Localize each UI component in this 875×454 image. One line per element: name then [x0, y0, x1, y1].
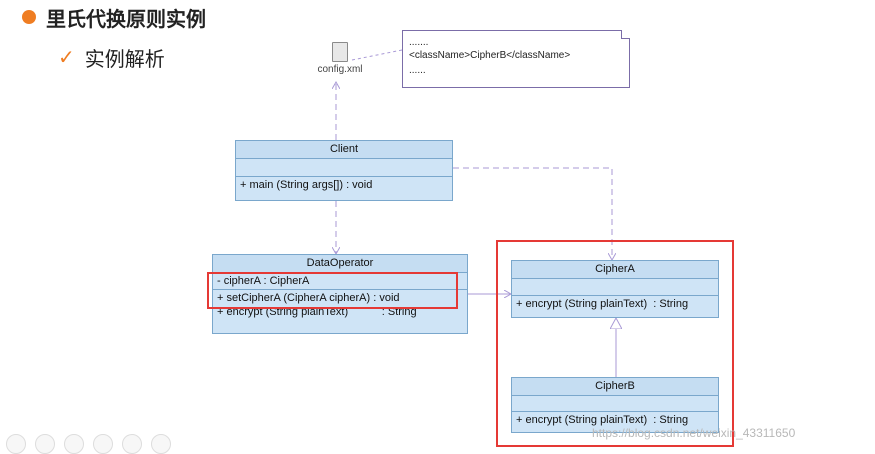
config-note: ....... <className>CipherB</className> .… — [402, 30, 630, 88]
client-attributes — [236, 159, 452, 177]
watermark: https://blog.csdn.net/weixin_43311650 — [592, 426, 796, 440]
slide-title: 里氏代换原则实例 — [46, 6, 206, 31]
config-file-label: config.xml — [317, 64, 363, 75]
checkmark-icon: ✓ — [58, 46, 75, 69]
ciphera-operations: + encrypt (String plainText) : String — [512, 296, 718, 312]
ciphera-class-name: CipherA — [512, 261, 718, 279]
cipherb-operations: + encrypt (String plainText) : String — [512, 412, 718, 428]
slides-icon[interactable] — [93, 434, 113, 454]
client-operations: + main (String args[]) : void — [236, 177, 452, 193]
cipherb-attributes — [512, 396, 718, 412]
client-class: Client + main (String args[]) : void — [235, 140, 453, 201]
dataoperator-attribute: - cipherA : CipherA — [217, 275, 310, 287]
slide-controls — [6, 434, 180, 454]
highlight-dataoperator-members — [207, 272, 458, 309]
xml-file-icon — [332, 42, 348, 62]
cipherb-operation: + encrypt (String plainText) : String — [516, 414, 689, 426]
previous-slide-icon[interactable] — [6, 434, 26, 454]
dataoperator-operation: + setCipherA (CipherA cipherA) : void — [217, 292, 400, 304]
client-ciphera-dependency — [453, 167, 612, 260]
zoom-icon[interactable] — [122, 434, 142, 454]
note-line-1: ....... — [409, 37, 429, 48]
cipherb-class-name: CipherB — [512, 378, 718, 396]
config-xml-file: config.xml — [312, 42, 368, 75]
note-fold-corner — [621, 30, 630, 39]
slide-subtitle: 实例解析 — [84, 46, 165, 71]
slide-title-row: 里氏代换原则实例 — [22, 4, 206, 31]
ciphera-class: CipherA + encrypt (String plainText) : S… — [511, 260, 719, 318]
ciphera-attributes — [512, 279, 718, 296]
dataoperator-operation: + encrypt (String plainText) : String — [217, 306, 417, 318]
highlight-cipher-classes — [496, 240, 734, 447]
slide-subtitle-row: ✓ 实例解析 — [58, 44, 165, 71]
next-slide-icon[interactable] — [35, 434, 55, 454]
dataoperator-attributes: - cipherA : CipherA — [213, 273, 467, 290]
note-line-2: <className>CipherB</className> — [409, 50, 571, 61]
note-line-3: ...... — [409, 65, 426, 76]
dataoperator-operations: + setCipherA (CipherA cipherA) : void + … — [213, 290, 467, 320]
cipherb-class: CipherB + encrypt (String plainText) : S… — [511, 377, 719, 433]
ciphera-operation: + encrypt (String plainText) : String — [516, 298, 689, 310]
client-operation: + main (String args[]) : void — [240, 179, 373, 191]
dataoperator-class: DataOperator - cipherA : CipherA + setCi… — [212, 254, 468, 334]
pen-icon[interactable] — [64, 434, 84, 454]
dataoperator-class-name: DataOperator — [213, 255, 467, 273]
client-class-name: Client — [236, 141, 452, 159]
orange-bullet-icon — [22, 10, 36, 24]
more-icon[interactable] — [151, 434, 171, 454]
config-note-link — [351, 49, 403, 61]
